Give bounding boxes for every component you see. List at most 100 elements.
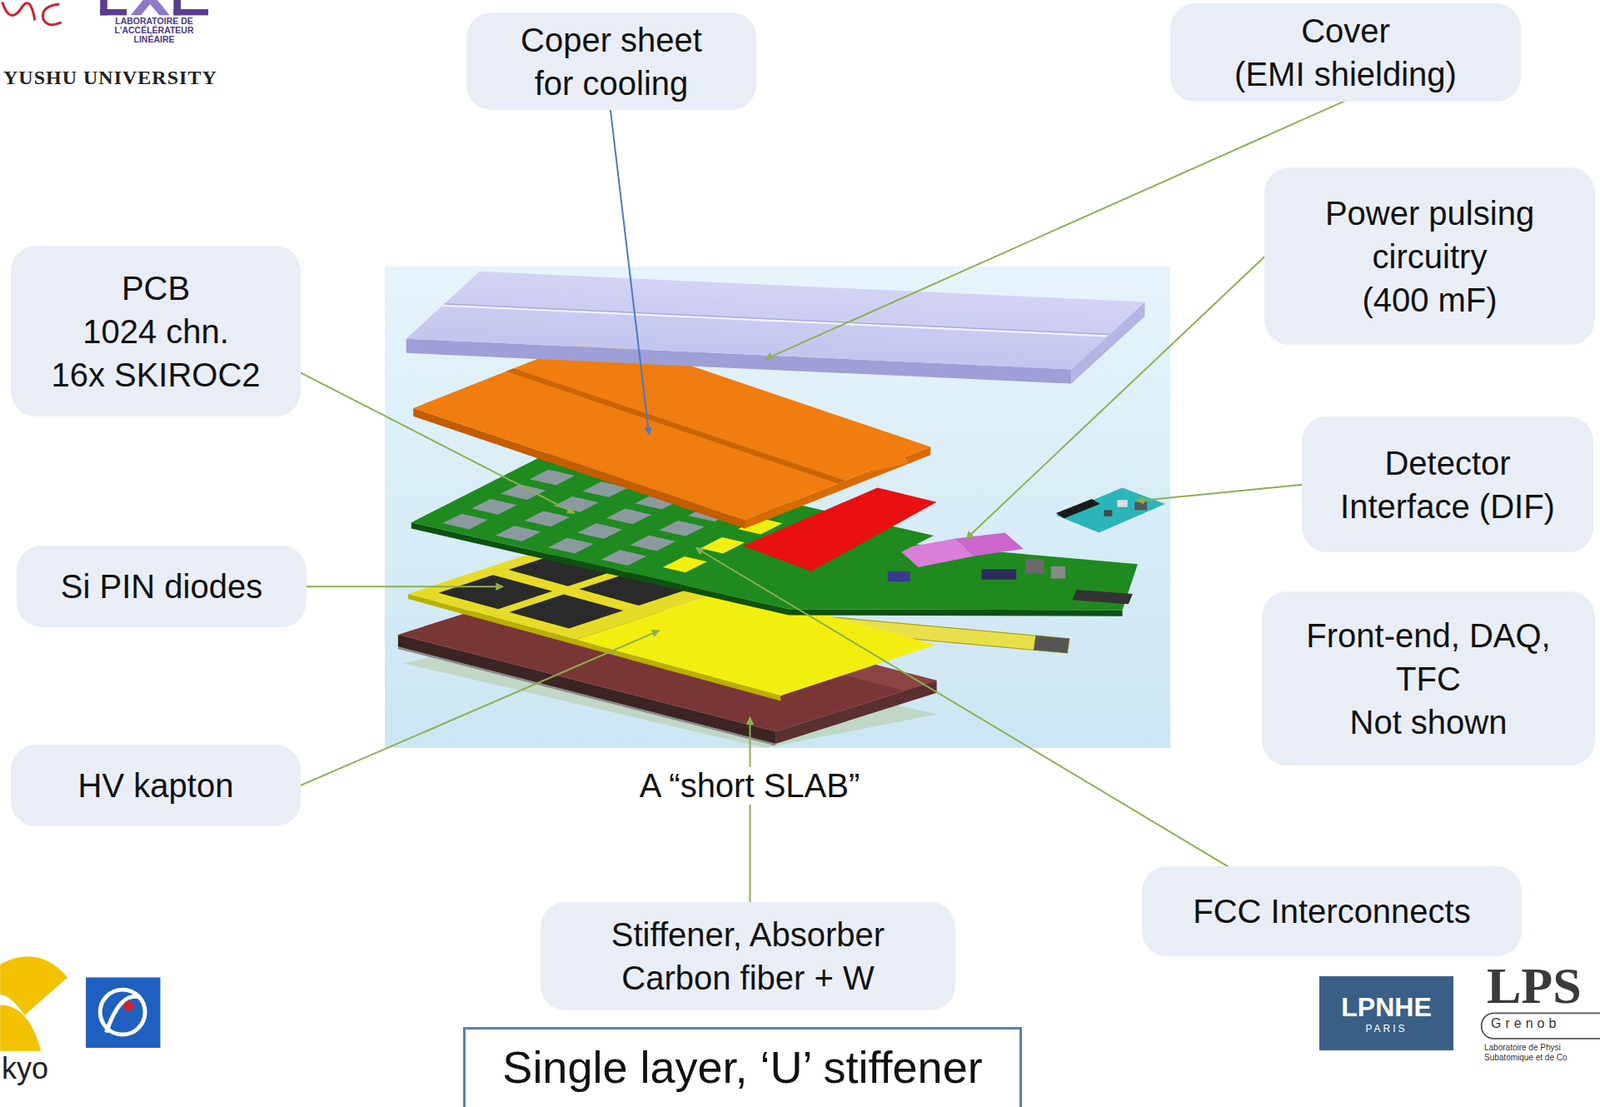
- chip: [548, 538, 594, 554]
- box-text: Cover: [1300, 9, 1391, 53]
- callout-box: Power pulsing circuitry(400 mF): [1264, 167, 1596, 345]
- image-caption: A “short SLAB”: [634, 767, 866, 805]
- chip: [529, 469, 575, 486]
- box-text: Stiffener, Absorber Carbon fiber + W: [600, 912, 897, 1000]
- box-text: Not shown: [1350, 700, 1508, 744]
- chip: [658, 520, 704, 537]
- logo-shape: [99, 989, 145, 1035]
- box-text: HV kapton: [78, 763, 235, 808]
- dif-board: [1056, 487, 1166, 533]
- callout-box: FCC Interconnects: [1141, 866, 1522, 957]
- box-text: Si PIN diodes: [60, 564, 263, 609]
- box-text: 1024 chn.: [82, 309, 230, 354]
- logo-shape: [173, 9, 209, 15]
- pad: [700, 537, 745, 554]
- logo-text: kyo: [1, 1051, 49, 1087]
- component: [1116, 499, 1127, 508]
- leader-line: [299, 372, 574, 514]
- callout-box: PCB1024 chn.16x SKIROC2: [10, 245, 301, 417]
- logo-shape: [123, 1001, 134, 1012]
- logo-blue-square: [85, 976, 160, 1048]
- chip: [471, 498, 517, 515]
- connector: [1056, 498, 1101, 519]
- leader-line: [610, 108, 650, 435]
- chip: [606, 508, 652, 525]
- logo-shape: [106, 996, 142, 1032]
- caption-box: Single layer, ‘U’ stiffener: [463, 1026, 1022, 1107]
- leader-line: [765, 99, 1347, 359]
- chip: [553, 496, 599, 513]
- box-text: Front-end, DAQ, TFC: [1301, 613, 1556, 701]
- logo-text: YUSHU UNIVERSITY: [3, 66, 218, 90]
- kapton-tail-tip: [1033, 635, 1070, 653]
- logo-stroke: [42, 4, 61, 25]
- logo-lal: [99, 0, 209, 15]
- leader-line: [749, 717, 752, 904]
- logo-shape: [130, 0, 170, 15]
- box-text: Coper sheet for cooling: [511, 18, 712, 105]
- logo-shape: [85, 976, 160, 1048]
- si-diode: [509, 593, 624, 629]
- component: [1025, 558, 1044, 574]
- ginkgo-leaf: [0, 956, 68, 1015]
- leader-line: [299, 630, 659, 786]
- power-block: [953, 532, 1023, 556]
- illustration-background: [384, 266, 1171, 748]
- logo-pill: [1481, 1012, 1600, 1039]
- box-text: 16x SKIROC2: [50, 353, 260, 397]
- callout-box: Cover(EMI shielding): [1170, 3, 1521, 102]
- leader-line: [1136, 484, 1304, 502]
- board: [1056, 487, 1166, 533]
- box-text: FCC Interconnects: [1192, 889, 1471, 933]
- logo-subtext: Subatomique et de Co: [1484, 1052, 1568, 1062]
- logo-tokyo: [0, 956, 68, 1051]
- logo-text: Grenob: [1490, 1016, 1561, 1032]
- component: [887, 571, 911, 582]
- logo-text: LABORATOIRE DE L'ACCÉLÉRATEUR LINÉAIRE: [97, 16, 211, 45]
- logo-stroke: [2, 1, 35, 20]
- ginkgo-leaf: [0, 1005, 41, 1052]
- component: [1104, 509, 1113, 516]
- callout-box: Coper sheet for cooling: [466, 12, 757, 110]
- callout-box: Front-end, DAQ, TFCNot shown: [1261, 591, 1596, 766]
- leader-line: [696, 548, 1233, 870]
- box-text: (400 mF): [1361, 278, 1497, 322]
- logo-subtext: PARIS: [1365, 1022, 1407, 1035]
- cover-plate: [406, 271, 1146, 384]
- callout-box: Si PIN diodes: [16, 545, 307, 628]
- logo-subtext: Laboratoire de Physi: [1484, 1042, 1561, 1052]
- component: [1051, 566, 1066, 579]
- callout-box: HV kapton: [10, 744, 301, 827]
- logo-mark-red: [2, 1, 62, 25]
- leader-line: [966, 254, 1267, 539]
- logo-text: LPS: [1486, 956, 1582, 1016]
- chip: [524, 511, 570, 528]
- logo-shape: [99, 9, 127, 15]
- pad: [662, 556, 708, 573]
- chip: [601, 549, 647, 566]
- logo-text: LPNHE: [1340, 991, 1431, 1023]
- leader-line: [304, 585, 504, 588]
- chip: [630, 535, 676, 552]
- logo-box: LPNHEPARIS: [1319, 976, 1454, 1051]
- component: [1134, 502, 1147, 511]
- plate-ridge-shadow: [443, 303, 1111, 335]
- chip: [577, 523, 623, 539]
- chip: [495, 525, 541, 542]
- copper-tab: [867, 453, 908, 472]
- plate-ridge: [441, 304, 1109, 337]
- plate-front: [788, 608, 1123, 617]
- box-text: PCB: [121, 266, 190, 310]
- box-text: Detector Interface (DIF): [1335, 441, 1561, 529]
- component: [981, 568, 1017, 579]
- box-text: Power pulsing circuitry: [1319, 191, 1541, 279]
- leader-lines: [299, 99, 1347, 904]
- callout-box: Detector Interface (DIF): [1301, 416, 1594, 553]
- connector: [1072, 589, 1133, 604]
- plate-groove: [506, 368, 846, 484]
- chip: [442, 513, 488, 530]
- box-text: (EMI shielding): [1234, 52, 1457, 96]
- callout-box: Stiffener, Absorber Carbon fiber + W: [540, 902, 956, 1011]
- box-text: Single layer, ‘U’ stiffener: [502, 1037, 982, 1097]
